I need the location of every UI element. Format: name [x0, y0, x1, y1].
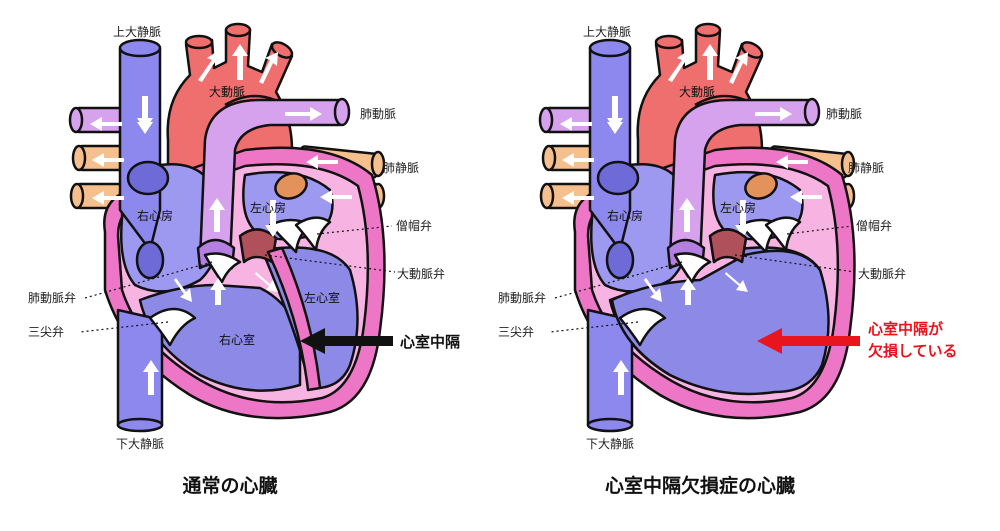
label-la: 左心房 — [250, 200, 286, 215]
label-aorta: 大動脈 — [209, 85, 245, 99]
label-rv: 右心室 — [219, 332, 255, 347]
vsd-pointer-arrow — [757, 328, 860, 354]
label-pa-vsd: 肺動脈 — [826, 107, 862, 121]
callout-septum: 心室中隔 — [400, 333, 460, 351]
label-ivc: 下大静脈 — [116, 437, 164, 451]
label-pv-vsd: 肺静脈 — [848, 161, 884, 175]
label-ivc-vsd: 下大静脈 — [586, 437, 634, 451]
label-ra-vsd: 右心房 — [607, 208, 643, 223]
label-svc-vsd: 上大静脈 — [583, 25, 631, 39]
label-mitral-vsd: 僧帽弁 — [856, 218, 892, 233]
title-vsd-heart: 心室中隔欠損症の心臓 — [605, 474, 795, 497]
callout-vsd-line1: 心室中隔が — [868, 320, 944, 338]
label-aorta-vsd: 大動脈 — [679, 85, 715, 99]
label-pulmonic-valve-vsd: 肺動脈弁 — [498, 290, 546, 305]
callout-vsd-line2: 欠損している — [868, 342, 958, 360]
label-aortic-valve-vsd: 大動脈弁 — [858, 266, 906, 281]
label-pulmonic-valve: 肺動脈弁 — [28, 290, 76, 305]
label-tricuspid: 三尖弁 — [28, 324, 64, 339]
vsd-heart-illustration — [538, 22, 856, 433]
label-lv: 左心室 — [304, 290, 340, 305]
label-pa: 肺動脈 — [360, 107, 396, 121]
label-tricuspid-vsd: 三尖弁 — [498, 324, 534, 339]
title-normal-heart: 通常の心臓 — [182, 474, 277, 497]
label-svc: 上大静脈 — [113, 25, 161, 39]
label-la-vsd: 左心房 — [720, 200, 756, 215]
label-mitral: 僧帽弁 — [396, 218, 432, 233]
label-ra: 右心房 — [137, 208, 173, 223]
label-pv: 肺静脈 — [383, 161, 419, 175]
septum-pointer-arrow — [300, 328, 393, 354]
label-aortic-valve: 大動脈弁 — [397, 266, 445, 281]
